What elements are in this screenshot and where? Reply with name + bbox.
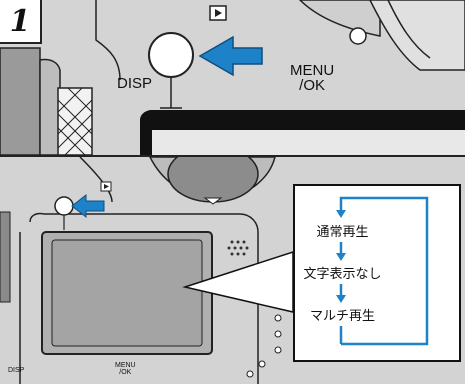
disp-button-large[interactable] xyxy=(148,32,194,78)
disp-label-small: DISP xyxy=(8,367,25,374)
top-camera-drawing xyxy=(0,0,465,155)
press-arrow-small-icon xyxy=(71,193,105,219)
top-closeup-panel: 1 DISP MENU /OK xyxy=(0,0,465,155)
menu-ok-label-small: MENU /OK xyxy=(115,362,136,376)
display-mode-callout: 通常再生 文字表示なし マルチ再生 xyxy=(293,184,461,362)
mode-multi-playback: マルチ再生 xyxy=(309,309,375,324)
menu-label-line2-small: /OK xyxy=(119,369,132,376)
disp-button-small[interactable] xyxy=(54,196,74,216)
speaker-grille xyxy=(227,240,249,256)
lcd-screen xyxy=(51,239,203,347)
step-number-badge: 1 xyxy=(0,0,42,44)
disp-label: DISP xyxy=(117,75,153,92)
mode-no-text-display: 文字表示なし xyxy=(303,267,382,282)
menu-label-line1-small: MENU xyxy=(115,362,136,369)
menu-label-line2: /OK xyxy=(299,77,325,94)
menu-ok-label: MENU /OK xyxy=(290,63,334,93)
mode-flow-arrows xyxy=(336,196,429,346)
menu-label-line1: MENU xyxy=(290,62,335,79)
grip-texture xyxy=(57,87,93,155)
mode-normal-playback: 通常再生 xyxy=(316,225,369,240)
press-arrow-icon xyxy=(198,35,263,77)
